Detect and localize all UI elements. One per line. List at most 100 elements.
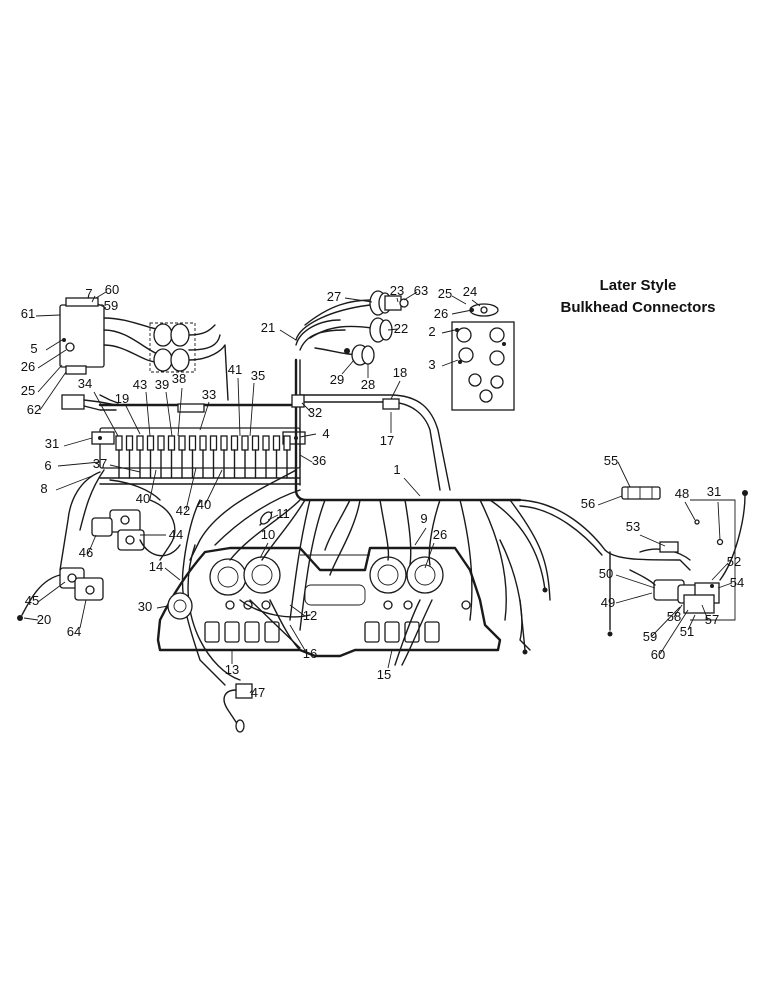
callout-27: 27 xyxy=(327,289,341,304)
callout-42: 42 xyxy=(176,503,190,518)
fuse xyxy=(230,435,239,451)
callout-3: 3 xyxy=(428,357,435,372)
callout-63: 63 xyxy=(414,283,428,298)
callout-25: 25 xyxy=(21,383,35,398)
leader-line xyxy=(441,359,459,367)
leader-line xyxy=(97,303,107,309)
leader-line xyxy=(267,514,279,521)
leader-line xyxy=(301,402,313,414)
callout-46: 46 xyxy=(79,545,93,560)
callout-36: 36 xyxy=(312,453,326,468)
callout-32: 32 xyxy=(308,405,322,420)
leader-line xyxy=(597,495,623,506)
upper-bulkhead-connectors xyxy=(304,290,409,366)
callout-20: 20 xyxy=(37,612,51,627)
fuse xyxy=(283,435,291,451)
callout-9: 9 xyxy=(420,511,427,526)
fuse xyxy=(167,435,176,451)
callout-59: 59 xyxy=(643,629,657,644)
rocker-switch xyxy=(384,621,400,643)
leader-line xyxy=(387,328,399,331)
title-line-1: Later Style xyxy=(600,277,677,294)
callout-12: 12 xyxy=(303,608,317,623)
leader-line xyxy=(149,469,157,500)
leader-line xyxy=(711,562,729,581)
callout-53: 53 xyxy=(626,519,640,534)
callout-59: 59 xyxy=(104,298,118,313)
callout-50: 50 xyxy=(599,566,613,581)
callout-41: 41 xyxy=(228,362,242,377)
fuse xyxy=(115,435,123,451)
leader-line xyxy=(165,391,173,437)
fuse xyxy=(136,435,144,451)
callout-54: 54 xyxy=(730,575,744,590)
leader-line xyxy=(403,291,418,301)
callout-44: 44 xyxy=(169,527,183,542)
callout-31: 31 xyxy=(45,436,59,451)
callout-28: 28 xyxy=(361,377,375,392)
sensor-30 xyxy=(167,592,193,620)
fuse xyxy=(157,435,165,451)
leader-line xyxy=(390,380,401,400)
fuse xyxy=(199,435,207,451)
callout-19: 19 xyxy=(115,391,129,406)
instrument-panel xyxy=(156,546,502,658)
leader-line xyxy=(639,534,666,547)
callout-4: 4 xyxy=(322,426,329,441)
leader-line xyxy=(37,581,66,603)
control-box xyxy=(59,297,166,375)
leader-line xyxy=(299,454,313,463)
callout-30: 30 xyxy=(138,599,152,614)
callout-61: 61 xyxy=(21,306,35,321)
leader-line xyxy=(95,291,107,299)
callout-58: 58 xyxy=(667,609,681,624)
callout-35: 35 xyxy=(251,368,265,383)
leader-line xyxy=(441,329,456,334)
leader-line xyxy=(344,297,373,303)
fuse xyxy=(188,435,197,451)
leader-line xyxy=(471,299,481,307)
callout-47: 47 xyxy=(251,685,265,700)
connector-pair xyxy=(149,322,229,401)
leader-line xyxy=(403,477,421,497)
leader-line xyxy=(299,433,317,438)
leader-line xyxy=(91,295,96,303)
rocker-switch xyxy=(424,621,440,643)
callout-55: 55 xyxy=(604,453,618,468)
leader-line xyxy=(414,527,427,546)
right-relay-assembly xyxy=(604,490,748,637)
leader-line xyxy=(424,542,435,569)
leader-line xyxy=(289,624,307,653)
callout-34: 34 xyxy=(78,376,92,391)
callout-1: 1 xyxy=(393,462,400,477)
leader-line xyxy=(451,295,467,305)
leader-line xyxy=(164,567,181,581)
leader-line xyxy=(237,377,241,437)
leader-line xyxy=(659,609,689,655)
title-line-2: Bulkhead Connectors xyxy=(560,299,715,316)
callout-62: 62 xyxy=(27,402,41,417)
fuse xyxy=(272,435,281,451)
leader-line xyxy=(23,617,39,621)
callout-7: 7 xyxy=(85,286,92,301)
callout-64: 64 xyxy=(67,624,81,639)
leader-line xyxy=(45,339,63,351)
connector-55 xyxy=(621,486,661,500)
callout-11: 11 xyxy=(276,506,290,521)
callout-26: 26 xyxy=(21,359,35,374)
leader-line xyxy=(289,604,306,617)
leader-line xyxy=(35,314,61,317)
leader-line xyxy=(177,387,183,437)
callout-26: 26 xyxy=(434,306,448,321)
callout-22: 22 xyxy=(394,321,408,336)
callout-33: 33 xyxy=(202,387,216,402)
leader-line xyxy=(684,501,696,521)
callout-15: 15 xyxy=(377,667,391,682)
leader-line xyxy=(63,437,93,447)
leader-line xyxy=(396,297,399,303)
fuse xyxy=(178,435,186,451)
leader-line xyxy=(717,501,721,541)
lower-lead xyxy=(223,683,253,733)
callout-38: 38 xyxy=(172,371,186,386)
leader-line xyxy=(615,592,653,604)
